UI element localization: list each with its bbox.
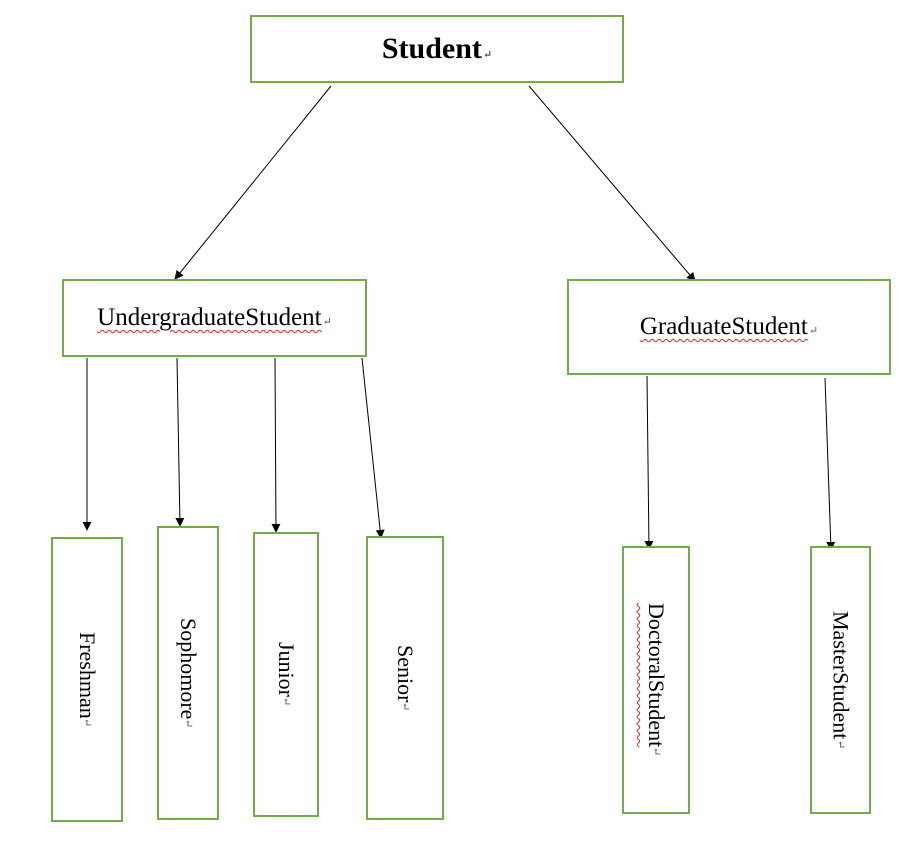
freshman-label: Freshman↵: [75, 631, 100, 728]
freshman-node: Freshman↵: [51, 537, 123, 822]
undergraduate-student-node: UndergraduateStudent↵: [62, 279, 367, 357]
arrow-graduate-to-master: [824, 377, 836, 551]
arrow-undergraduate-to-senior: [361, 357, 385, 539]
sophomore-label: Sophomore↵: [176, 617, 201, 729]
master-student-label: MasterStudent↵: [828, 611, 854, 749]
student-node: Student↵: [250, 15, 624, 83]
arrow-student-to-graduate: [528, 85, 696, 282]
graduate-student-node: GraduateStudent↵: [567, 279, 891, 375]
senior-label: Senior↵: [393, 644, 418, 712]
arrow-graduate-to-doctoral: [644, 375, 654, 550]
arrow-undergraduate-to-sophomore: [175, 357, 185, 527]
graduate-student-label: GraduateStudent↵: [639, 313, 819, 340]
doctoral-student-label: DoctoralStudent↵: [644, 603, 669, 757]
arrow-student-to-undergraduate: [174, 85, 332, 280]
student-label: Student↵: [381, 32, 493, 65]
arrow-undergraduate-to-junior: [271, 357, 281, 533]
undergraduate-student-label: UndergraduateStudent↵: [97, 304, 332, 331]
master-student-node: MasterStudent↵: [810, 546, 871, 814]
doctoral-student-node: DoctoralStudent↵: [622, 546, 690, 814]
junior-node: Junior↵: [253, 532, 319, 817]
junior-label: Junior↵: [274, 642, 299, 707]
sophomore-node: Sophomore↵: [157, 526, 219, 820]
senior-node: Senior↵: [366, 536, 444, 820]
